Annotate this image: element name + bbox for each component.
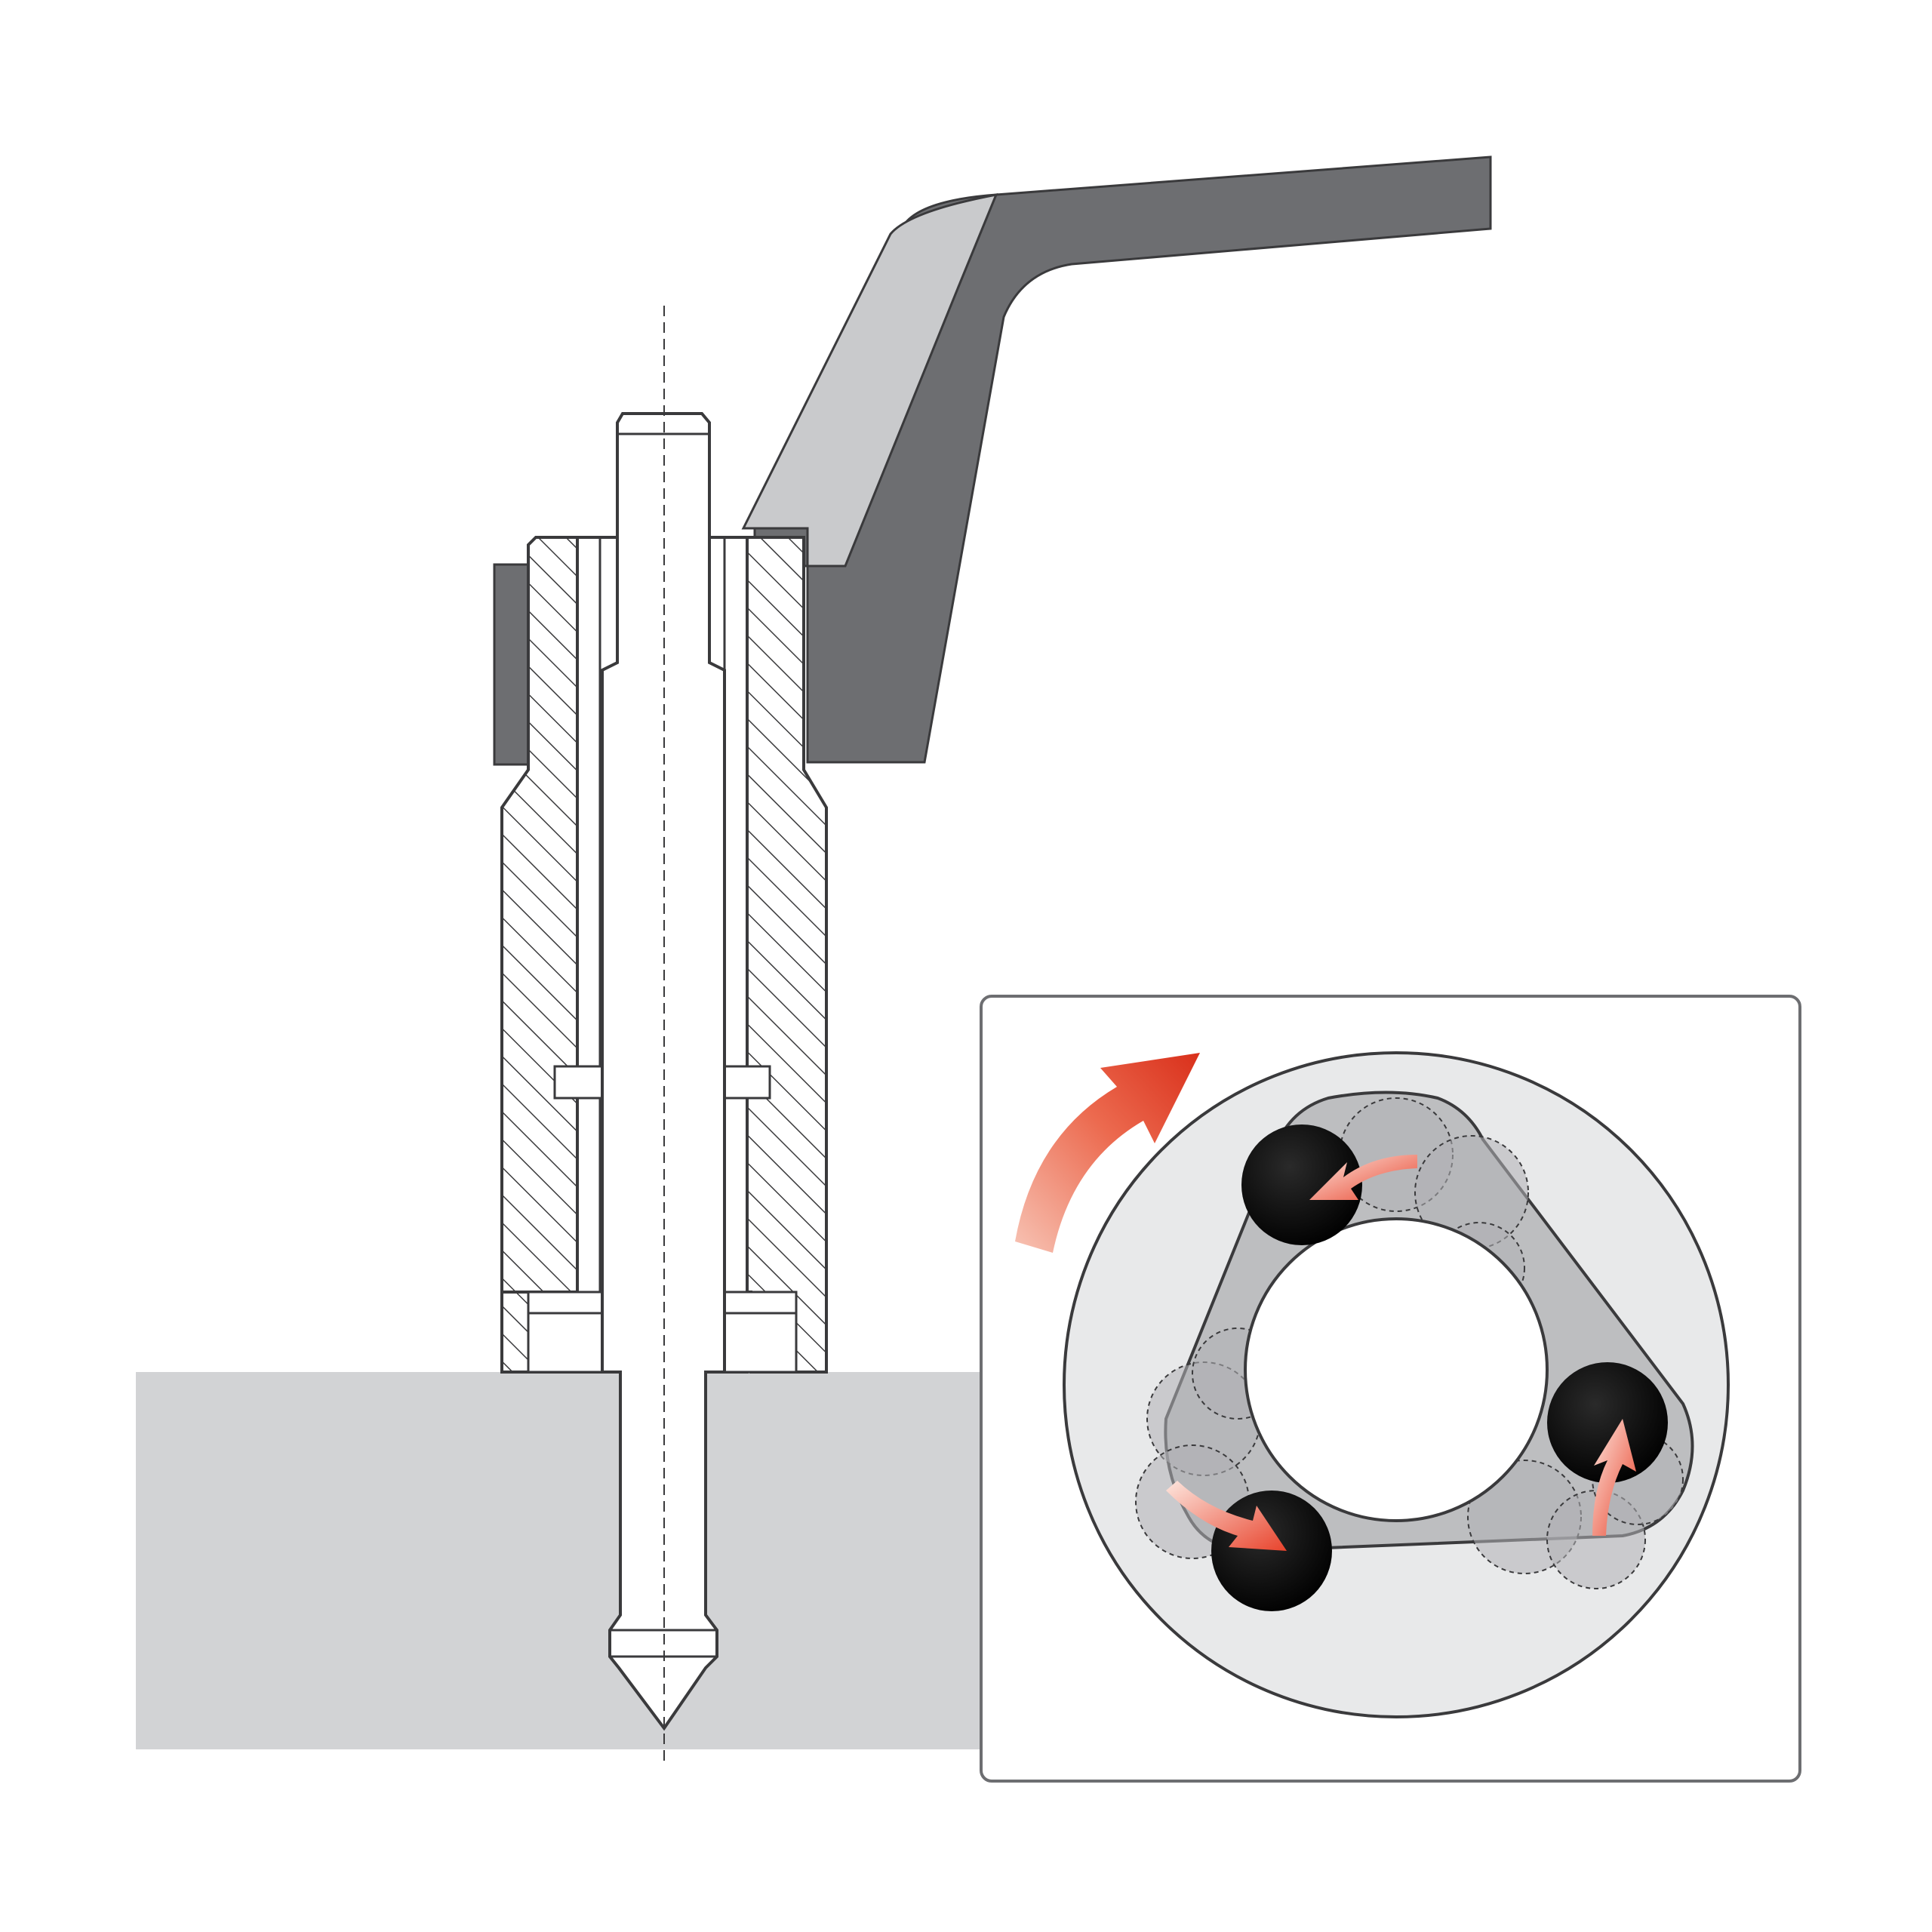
workpiece-plate	[136, 1372, 981, 1749]
small-curved-red-arrow-icon	[1592, 1419, 1636, 1536]
ghost-roller	[1414, 1135, 1529, 1250]
active-roller-top	[1241, 1124, 1362, 1245]
inset-center-bore	[1244, 1217, 1549, 1522]
active-roller-right	[1547, 1362, 1668, 1483]
lever-side-face	[741, 193, 998, 568]
small-curved-red-arrow-icon	[1309, 1155, 1417, 1200]
active-roller-bottom	[1211, 1491, 1332, 1611]
curved-rotation-arrow-icon	[1015, 1053, 1200, 1253]
small-curved-red-arrow-icon	[1166, 1481, 1287, 1551]
